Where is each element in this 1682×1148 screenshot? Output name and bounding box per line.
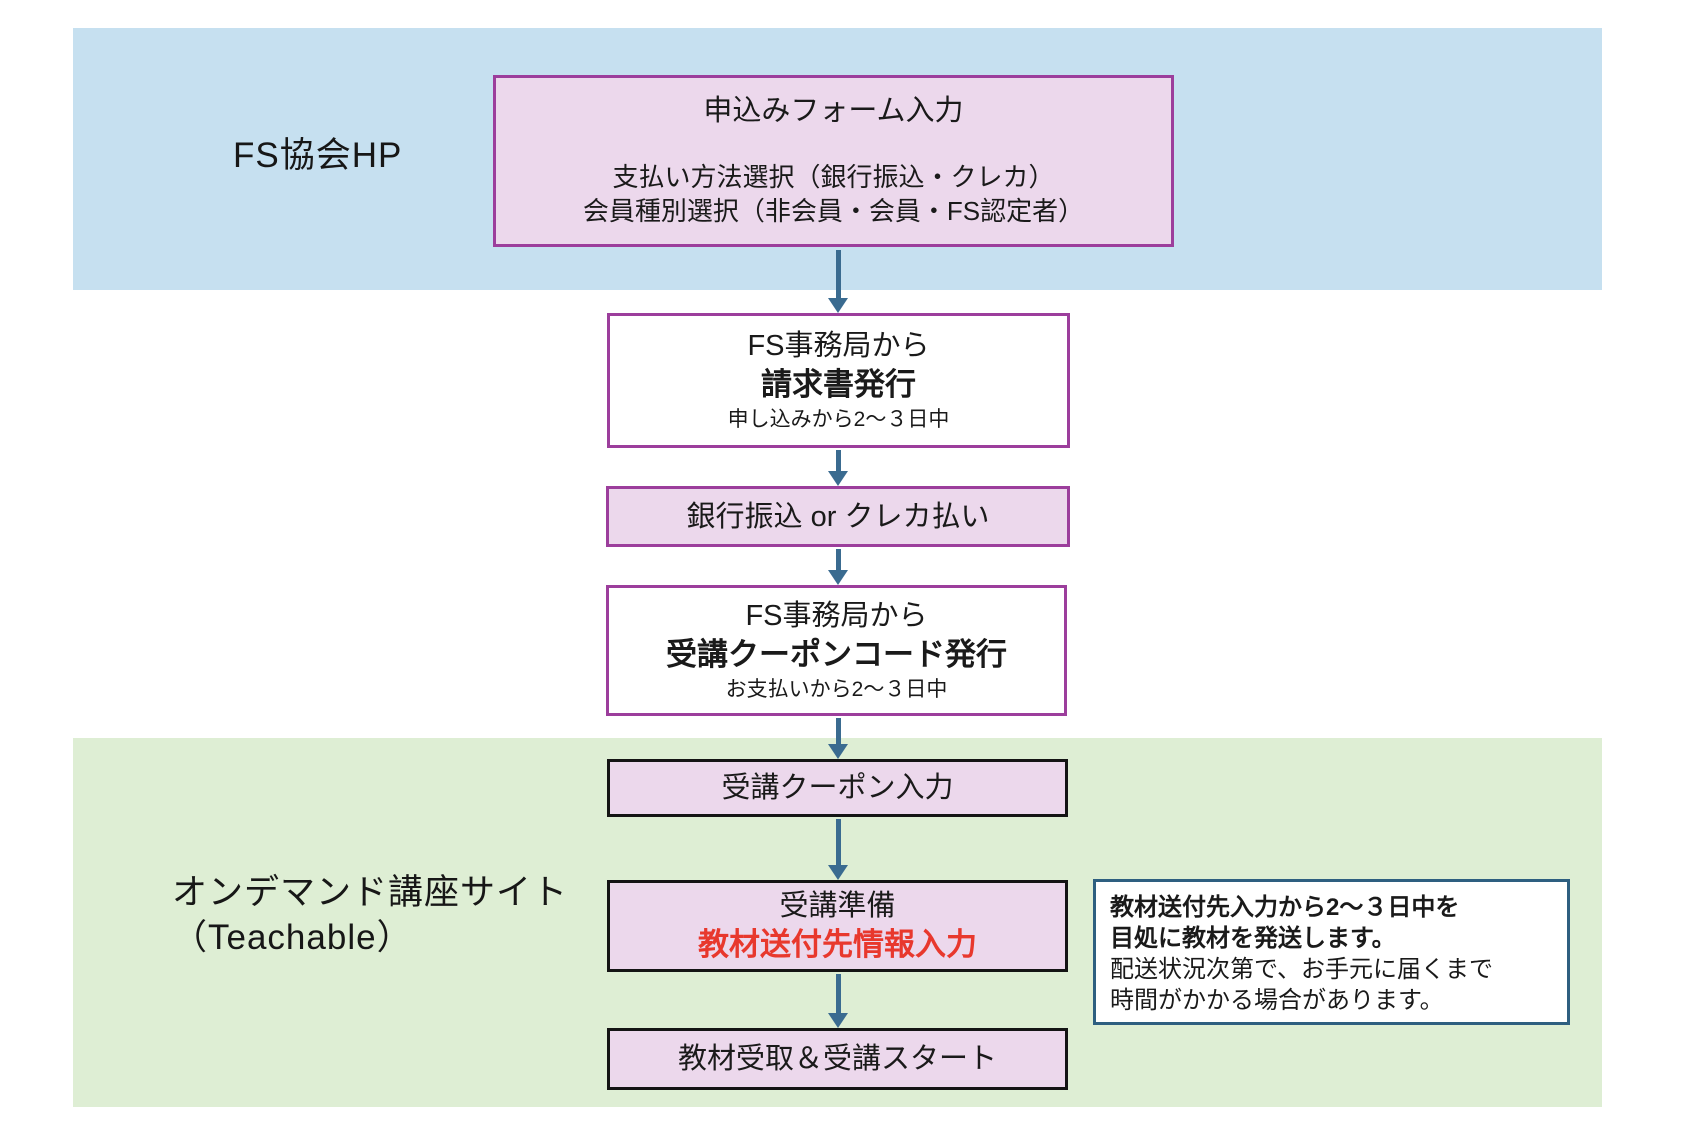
flow-arrow-down-icon-1 bbox=[828, 250, 848, 313]
flow-arrow-down-icon-3 bbox=[828, 549, 848, 585]
step-application-form-details: 支払い方法選択（銀行振込・クレカ） 会員種別選択（非会員・会員・FS認定者） bbox=[583, 160, 1084, 228]
arrow-line bbox=[836, 250, 841, 300]
flow-arrow-down-icon-5 bbox=[828, 819, 848, 880]
flow-arrow-down-icon-4 bbox=[828, 718, 848, 759]
enter-coupon-text: 受講クーポン入力 bbox=[721, 772, 954, 804]
step-course-preparation-box: 受講準備 教材送付先情報入力 bbox=[607, 880, 1068, 972]
invoice-issued-title: 請求書発行 bbox=[761, 366, 916, 402]
shipping-note-box: 教材送付先入力から2～３日中を 目処に教材を発送します。 配送状況次第で、お手元… bbox=[1093, 879, 1570, 1025]
course-preparation-text: 受講準備 bbox=[779, 889, 896, 922]
arrow-line bbox=[836, 450, 841, 473]
arrow-head bbox=[828, 1013, 848, 1028]
shipping-note-line4: 時間がかかる場合があります。 bbox=[1110, 987, 1444, 1014]
flow-arrow-down-icon-2 bbox=[828, 450, 848, 486]
fs-association-site-label: FS協会HP bbox=[233, 136, 403, 175]
step-enter-coupon-box: 受講クーポン入力 bbox=[607, 759, 1068, 817]
arrow-head bbox=[828, 744, 848, 759]
arrow-head bbox=[828, 570, 848, 585]
coupon-issued-title: 受講クーポンコード発行 bbox=[666, 636, 1007, 672]
step-application-form-title: 申込みフォーム入力 bbox=[703, 95, 964, 127]
arrow-line bbox=[836, 718, 841, 746]
invoice-from-office-text: FS事務局から bbox=[747, 329, 930, 362]
step-coupon-issued-box: FS事務局から 受講クーポンコード発行 お支払いから2～３日中 bbox=[606, 585, 1067, 716]
step-invoice-issued-box: FS事務局から 請求書発行 申し込みから2～３日中 bbox=[607, 313, 1070, 448]
flow-arrow-down-icon-6 bbox=[828, 974, 848, 1028]
teachable-site-label-line2: （Teachable） bbox=[172, 918, 413, 957]
arrow-head bbox=[828, 471, 848, 486]
shipping-note-line2: 目処に教材を発送します。 bbox=[1110, 925, 1396, 952]
shipping-note-line3: 配送状況次第で、お手元に届くまで bbox=[1110, 956, 1494, 983]
payment-method-text: 銀行振込 or クレカ払い bbox=[686, 500, 990, 533]
coupon-from-office-text: FS事務局から bbox=[745, 599, 928, 632]
step-application-form-box: 申込みフォーム入力 支払い方法選択（銀行振込・クレカ） 会員種別選択（非会員・会… bbox=[493, 75, 1174, 247]
step-receive-and-start-box: 教材受取＆受講スタート bbox=[607, 1028, 1068, 1090]
arrow-head bbox=[828, 298, 848, 313]
membership-type-select-text: 会員種別選択（非会員・会員・FS認定者） bbox=[582, 196, 1085, 226]
arrow-head bbox=[828, 865, 848, 880]
arrow-line bbox=[836, 819, 841, 867]
invoice-timing-text: 申し込みから2～３日中 bbox=[727, 407, 950, 431]
teachable-site-label-line1: オンデマンド講座サイト bbox=[172, 873, 569, 912]
receive-and-start-text: 教材受取＆受講スタート bbox=[677, 1043, 997, 1075]
coupon-timing-text: お支払いから2～３日中 bbox=[725, 677, 948, 701]
arrow-line bbox=[836, 549, 841, 572]
payment-method-select-text: 支払い方法選択（銀行振込・クレカ） bbox=[612, 162, 1055, 192]
shipping-info-input-text: 教材送付先情報入力 bbox=[698, 926, 977, 962]
teachable-site-label: オンデマンド講座サイト （Teachable） bbox=[172, 870, 568, 960]
shipping-note-line1: 教材送付先入力から2～３日中を bbox=[1110, 894, 1460, 921]
arrow-line bbox=[836, 974, 841, 1015]
step-payment-box: 銀行振込 or クレカ払い bbox=[606, 486, 1070, 547]
